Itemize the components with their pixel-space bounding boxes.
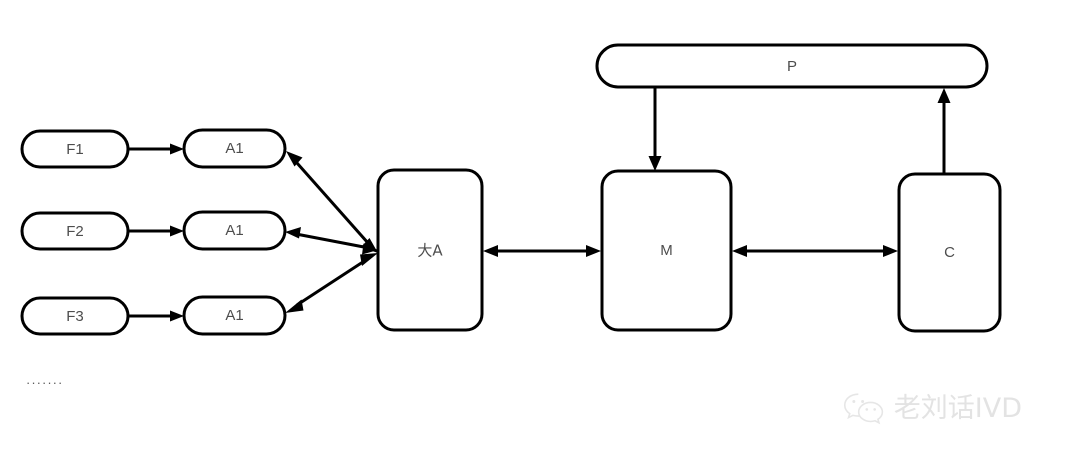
node-a1-1[interactable]: A1 bbox=[182, 128, 287, 169]
edge-line bbox=[296, 256, 370, 307]
node-shape[interactable] bbox=[20, 129, 130, 169]
node-shape[interactable] bbox=[20, 296, 130, 336]
arrowhead-end bbox=[648, 156, 662, 171]
node-label: M bbox=[660, 242, 673, 259]
node-f3[interactable]: F3 bbox=[20, 296, 130, 336]
node-label: 大A bbox=[417, 242, 443, 260]
edge-line bbox=[295, 162, 370, 244]
arrowhead-end bbox=[362, 243, 378, 255]
arrowhead-start bbox=[286, 151, 303, 167]
node-big-a[interactable]: 大A bbox=[376, 168, 484, 332]
edge-f1-to-a1 bbox=[128, 143, 184, 155]
node-f1[interactable]: F1 bbox=[20, 129, 130, 169]
arrowhead-end bbox=[586, 245, 601, 257]
node-f2[interactable]: F2 bbox=[20, 211, 130, 251]
arrowhead-end bbox=[170, 143, 184, 155]
arrowhead-end bbox=[170, 310, 184, 322]
arrowhead-start bbox=[483, 245, 498, 257]
edge-c-to-p bbox=[937, 88, 951, 176]
node-shape[interactable] bbox=[182, 295, 287, 336]
edge-line bbox=[295, 232, 370, 250]
node-label: F1 bbox=[66, 141, 84, 158]
edge-a1-2-to-bigA bbox=[285, 227, 378, 255]
node-shape[interactable] bbox=[376, 168, 484, 332]
edge-f2-to-a1 bbox=[128, 225, 184, 237]
arrowhead-end bbox=[170, 225, 184, 237]
edge-f3-to-a1 bbox=[128, 310, 184, 322]
edge-m-to-c bbox=[732, 245, 898, 257]
node-shape[interactable] bbox=[595, 43, 989, 89]
node-label: F3 bbox=[66, 308, 84, 325]
arrowhead-end bbox=[883, 245, 898, 257]
node-m[interactable]: M bbox=[600, 169, 733, 332]
node-label: A1 bbox=[225, 140, 243, 157]
node-c[interactable]: C bbox=[897, 172, 1002, 333]
node-p[interactable]: P bbox=[595, 43, 989, 89]
node-a1-2[interactable]: A1 bbox=[182, 210, 287, 251]
edge-p-to-m bbox=[648, 85, 662, 171]
ellipsis-annotation: ······· bbox=[26, 375, 63, 390]
node-shape[interactable] bbox=[897, 172, 1002, 333]
node-label: F2 bbox=[66, 223, 84, 240]
node-a1-3[interactable]: A1 bbox=[182, 295, 287, 336]
edge-a1-1-to-bigA bbox=[286, 151, 378, 253]
annotations-layer: ······· bbox=[26, 375, 63, 390]
arrowhead-end bbox=[360, 253, 378, 266]
edge-a1-3-to-bigA bbox=[285, 253, 378, 313]
node-label: A1 bbox=[225, 307, 243, 324]
edges-layer bbox=[128, 85, 951, 322]
node-shape[interactable] bbox=[182, 210, 287, 251]
nodes-layer: F1 F2 F3 A1 A1 bbox=[20, 43, 1002, 336]
node-label: P bbox=[787, 58, 797, 75]
node-label: C bbox=[944, 244, 955, 261]
edge-bigA-to-m bbox=[483, 245, 601, 257]
node-shape[interactable] bbox=[182, 128, 287, 169]
node-label: A1 bbox=[225, 222, 243, 239]
arrowhead-start bbox=[732, 245, 747, 257]
arrowhead-end bbox=[937, 88, 951, 103]
node-shape[interactable] bbox=[600, 169, 733, 332]
arrowhead-start bbox=[285, 227, 301, 239]
node-shape[interactable] bbox=[20, 211, 130, 251]
arrowhead-start bbox=[285, 299, 304, 313]
